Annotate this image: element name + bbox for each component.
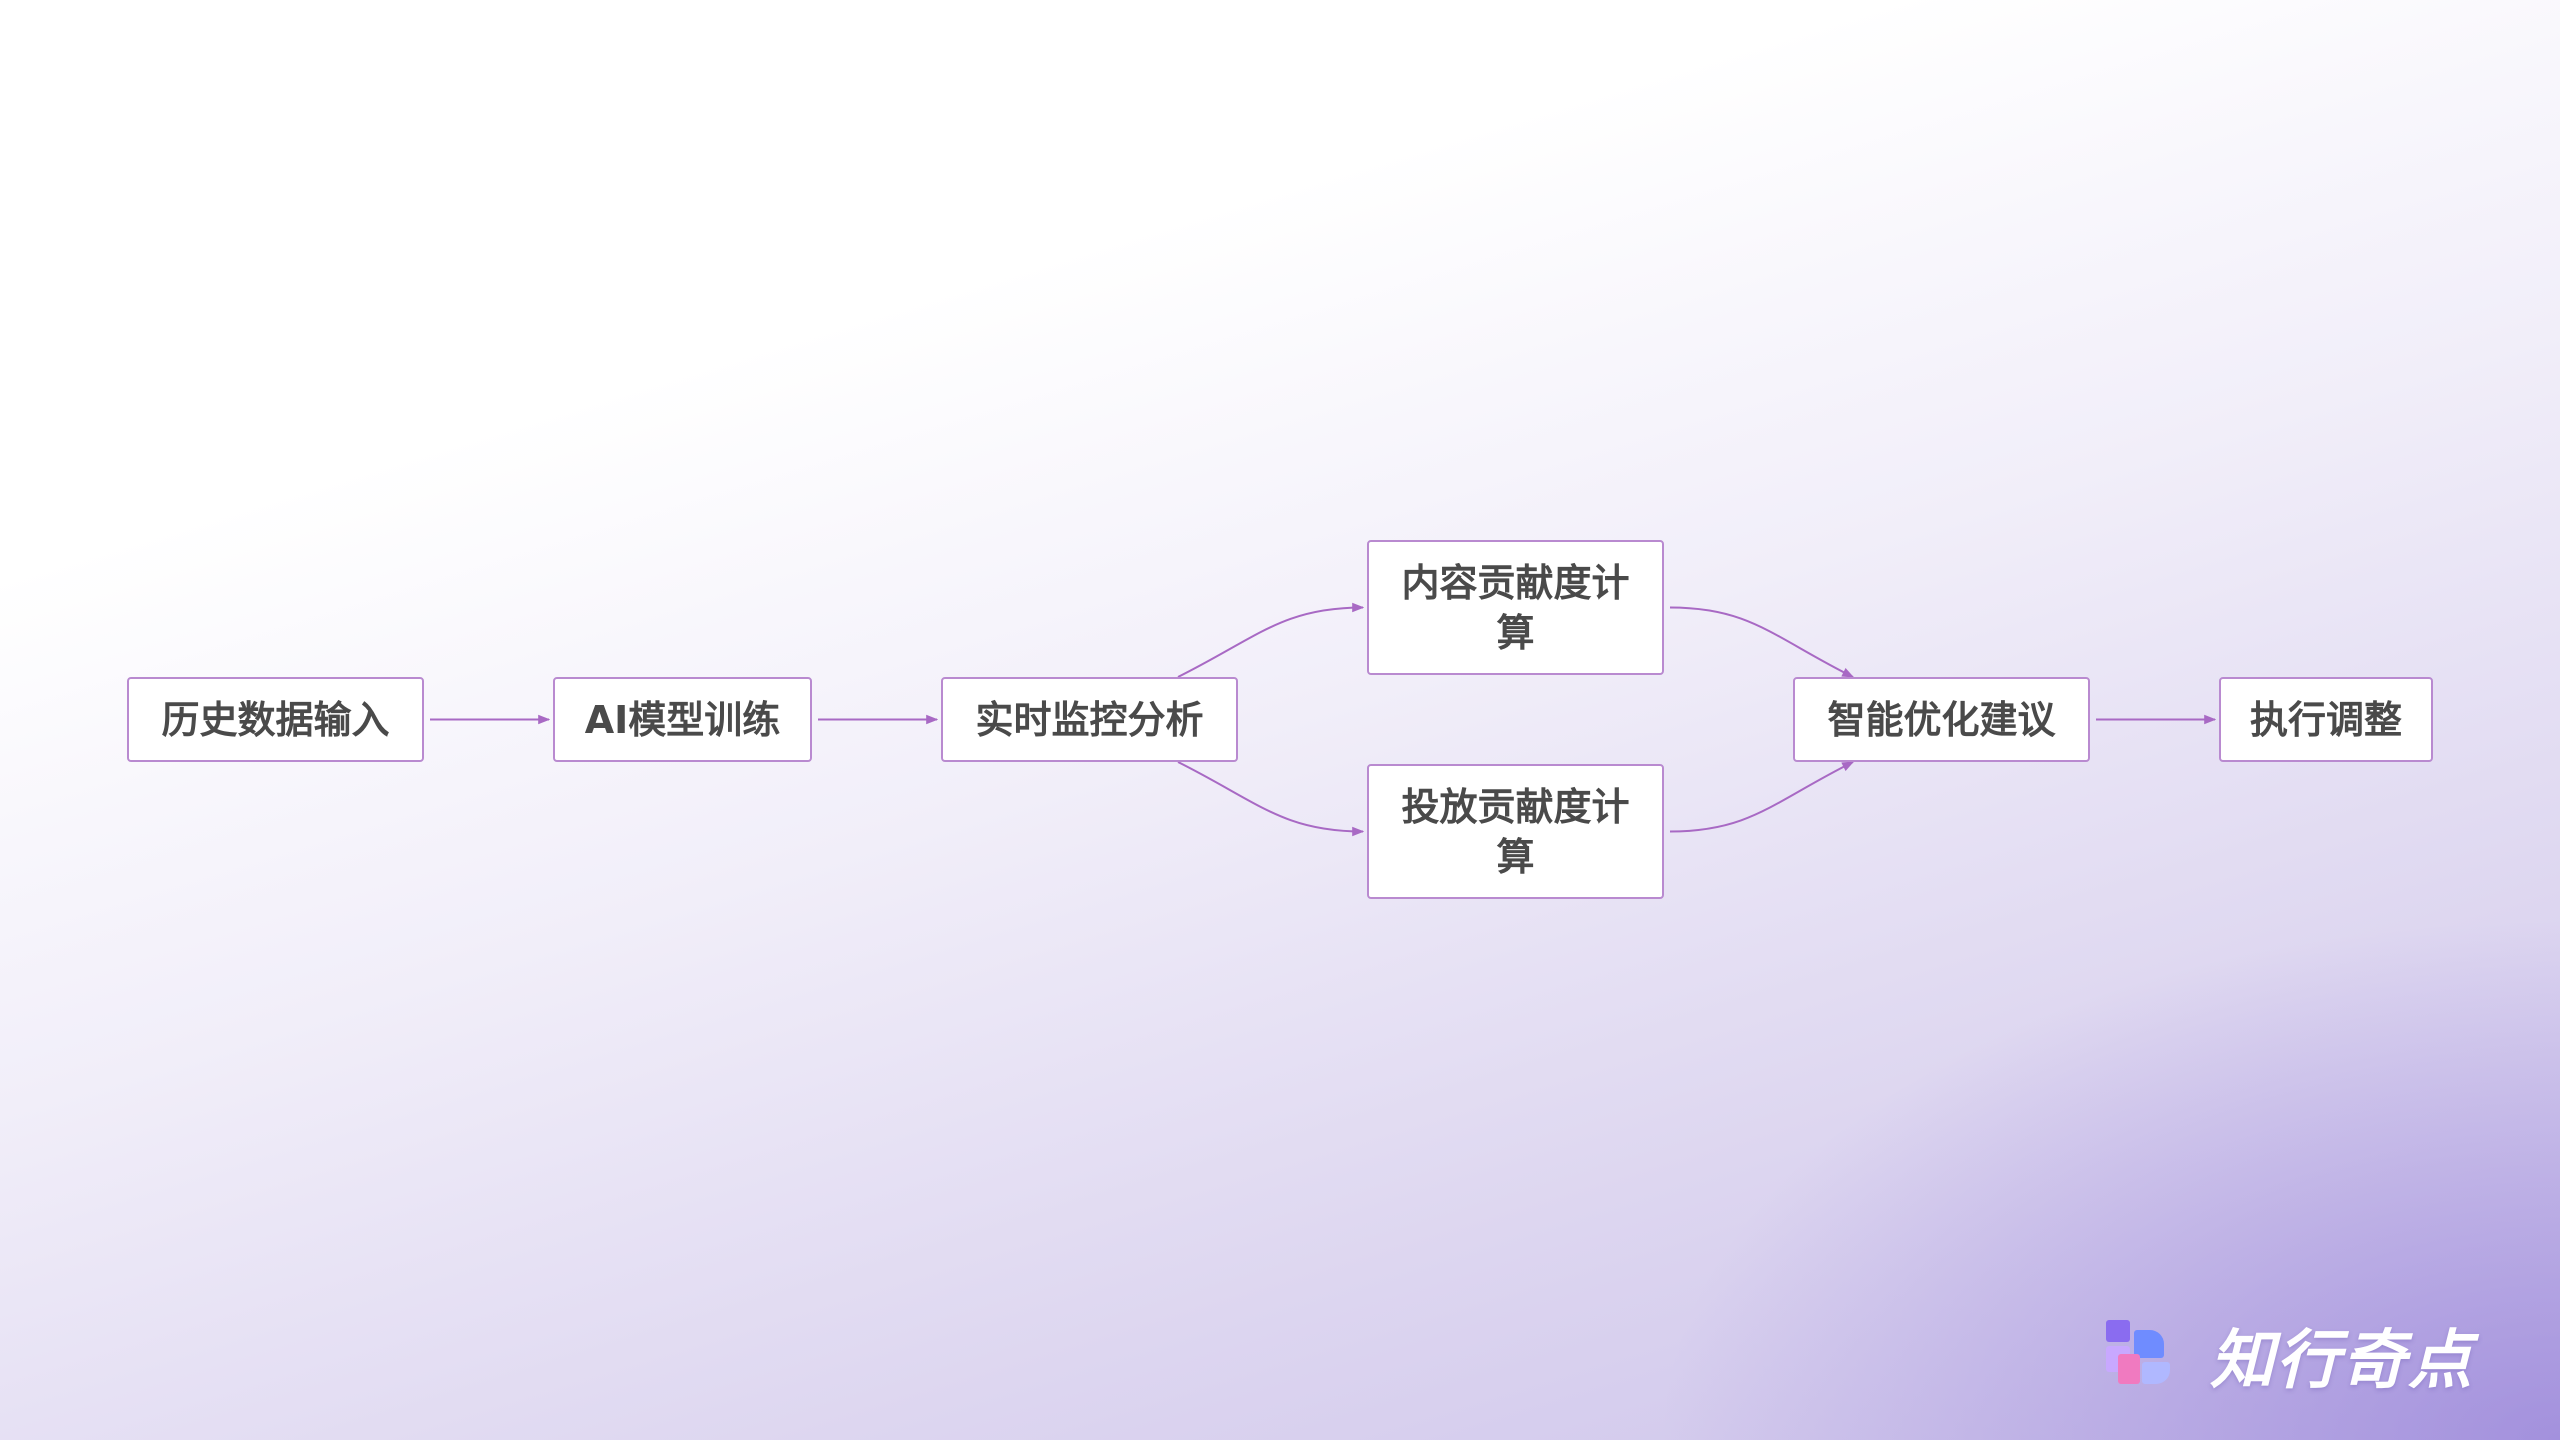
edge-n4-to-n6	[1669, 606, 1855, 678]
node-label: 执行调整	[2249, 697, 2402, 742]
node-ad-contribution: 投放贡献度计算	[1367, 764, 1664, 899]
node-history-data-input: 历史数据输入	[127, 677, 424, 762]
node-label: 实时监控分析	[975, 697, 1204, 742]
node-label: 内容贡献度计算	[1401, 560, 1630, 655]
edge-n3-to-n5	[1177, 761, 1365, 837]
node-content-contribution: 内容贡献度计算	[1367, 540, 1664, 675]
node-label: 智能优化建议	[1827, 697, 2056, 742]
edge-n3-to-n4	[1177, 602, 1365, 678]
brand-logo: 知行奇点	[2100, 1310, 2520, 1400]
node-smart-optimization: 智能优化建议	[1793, 677, 2090, 762]
node-ai-model-training: AI模型训练	[553, 677, 812, 762]
node-label: 投放贡献度计算	[1401, 784, 1630, 879]
node-realtime-monitoring: 实时监控分析	[941, 677, 1238, 762]
node-execute-adjustment: 执行调整	[2219, 677, 2433, 762]
edge-n5-to-n6	[1669, 761, 1855, 833]
node-label: AI模型训练	[584, 697, 781, 742]
brand-name: 知行奇点	[2210, 1324, 2474, 1398]
brand-logo-icon	[2100, 1316, 2178, 1394]
node-label: 历史数据输入	[161, 697, 390, 742]
